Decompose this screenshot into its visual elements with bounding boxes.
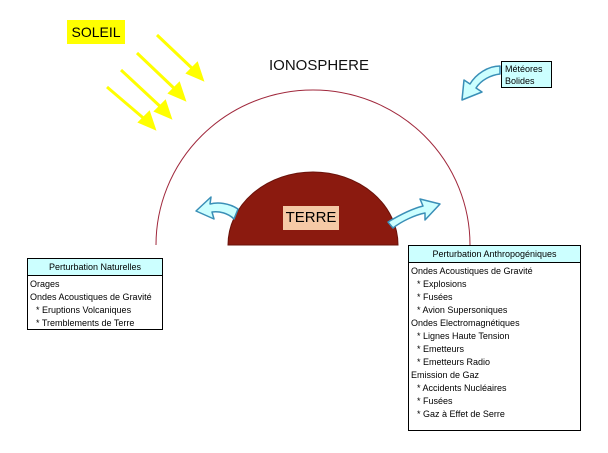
natural-perturbations-list: Orages Ondes Acoustiques de Gravité * Er… [28, 276, 162, 332]
natural-perturbations-title: Perturbation Naturelles [28, 259, 162, 276]
sun-rays [106, 33, 205, 131]
list-item: * Eruptions Volcaniques [36, 305, 132, 315]
list-item: * Tremblements de Terre [36, 318, 135, 328]
bolides-label: Bolides [505, 76, 535, 86]
list-item: * Emetteurs Radio [417, 357, 491, 367]
list-item: Ondes Electromagnétiques [411, 318, 520, 328]
meteors-label: Météores [505, 64, 543, 74]
list-item: * Fusées [417, 396, 453, 406]
list-item: Ondes Acoustiques de Gravité [30, 292, 152, 302]
right-curved-arrow [387, 198, 441, 229]
sun-ray-2 [135, 51, 187, 102]
list-item: * Explosions [417, 279, 467, 289]
sun-ray-3 [119, 68, 173, 120]
list-item: Emission de Gaz [411, 370, 480, 380]
anthropogenic-perturbations-title: Perturbation Anthropogéniques [409, 246, 580, 263]
left-curved-arrow [195, 196, 239, 220]
meteor-curved-arrow [461, 65, 501, 101]
list-item: * Gaz à Effet de Serre [417, 409, 505, 419]
sun-ray-1 [155, 33, 205, 82]
meteors-box: Météores Bolides [501, 61, 552, 88]
earth-label: TERRE [283, 206, 339, 230]
anthropogenic-perturbations-box: Perturbation Anthropogéniques Ondes Acou… [408, 245, 581, 431]
anthropogenic-perturbations-list: Ondes Acoustiques de Gravité * Explosion… [409, 263, 580, 423]
list-item: * Accidents Nucléaires [417, 383, 507, 393]
list-item: Orages [30, 279, 60, 289]
sun-ray-4 [106, 85, 157, 131]
list-item: * Lignes Haute Tension [417, 331, 510, 341]
list-item: Ondes Acoustiques de Gravité [411, 266, 533, 276]
list-item: * Fusées [417, 292, 453, 302]
list-item: * Emetteurs [417, 344, 465, 354]
list-item: * Avion Supersoniques [417, 305, 508, 315]
natural-perturbations-box: Perturbation Naturelles Orages Ondes Aco… [27, 258, 163, 330]
ionosphere-arc [155, 89, 471, 246]
sun-label: SOLEIL [67, 20, 125, 44]
ionosphere-label: IONOSPHERE [268, 57, 370, 74]
